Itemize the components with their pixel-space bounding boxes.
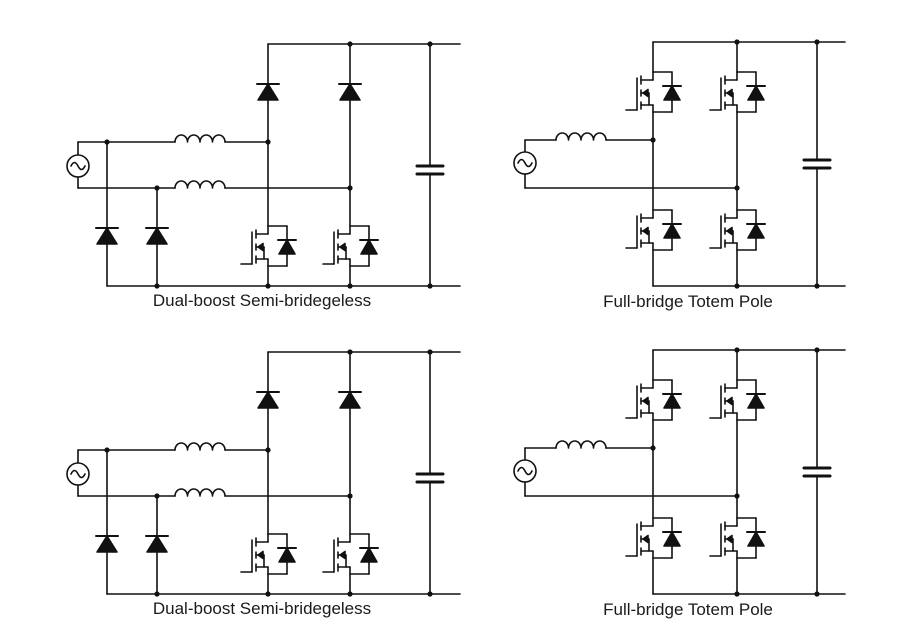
panel-dual-boost-bottom (67, 349, 460, 596)
caption-dual-boost-top: Dual-boost Semi-bridegeless (152, 291, 372, 310)
panel-dual-boost-top (67, 41, 460, 288)
panel-totem-pole-top (514, 39, 845, 288)
caption-dual-boost-bottom: Dual-boost Semi-bridegeless (152, 599, 372, 618)
caption-totem-pole-top: Full-bridge Totem Pole (603, 292, 773, 311)
panel-totem-pole-bottom (514, 347, 845, 596)
caption-totem-pole-bottom: Full-bridge Totem Pole (603, 600, 773, 619)
